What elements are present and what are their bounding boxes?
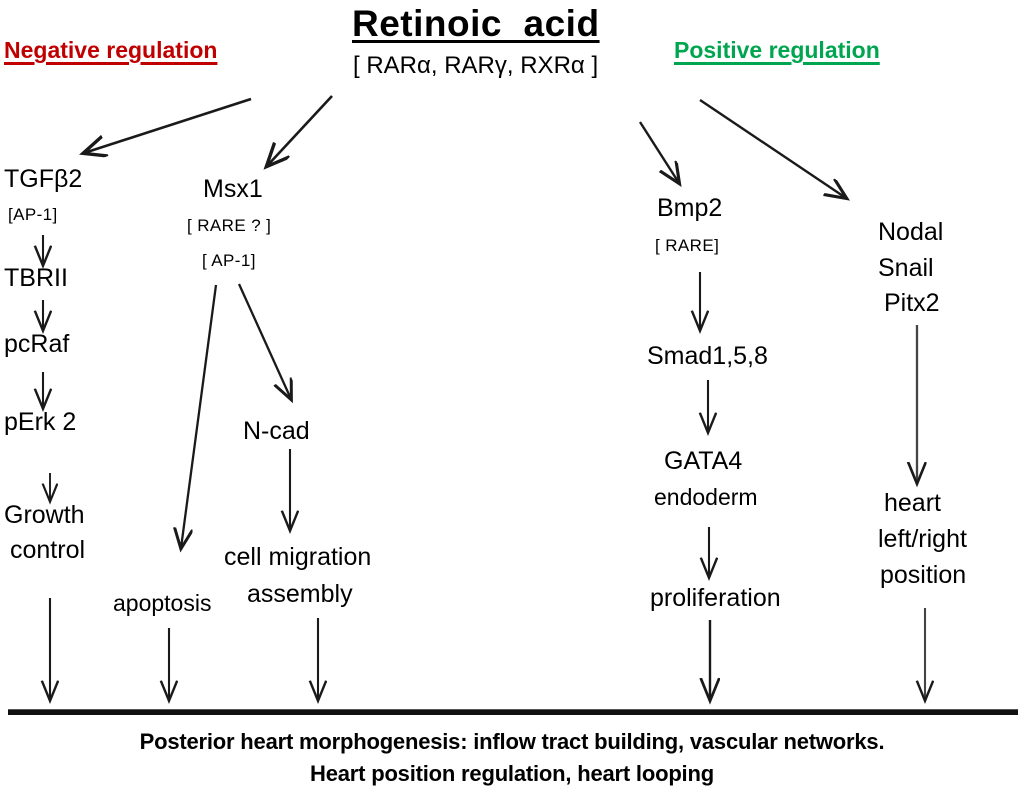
summary-caption-line2: Heart position regulation, heart looping [310,760,714,786]
node-smad158: Smad1,5,8 [647,342,768,370]
diagram-title: Retinoic acid [352,3,600,44]
node-ncad: N-cad [243,417,310,445]
cofactor-msx1-ap1: [ AP-1] [202,251,256,270]
arrow-ra-to-tgfb [84,97,252,153]
arrow-ra-to-bmp2 [638,121,679,183]
summary-divider [8,709,1018,715]
node-snail: Snail [878,254,934,282]
node-msx1: Msx1 [203,175,263,203]
cofactor-msx1-rare: [ RARE ? ] [187,216,272,235]
summary-caption: Posterior heart morphogenesis: inflow tr… [0,726,1024,790]
node-gata4: GATA4 [664,447,743,475]
node-bmp2: Bmp2 [657,194,723,222]
node-tbrii: TBRII [4,264,68,292]
node-pitx2: Pitx2 [884,289,940,317]
node-growth-control: control [10,536,86,564]
node-position: position [880,561,967,589]
receptor-list: [ RARα, RARγ, RXRα ] [353,52,599,79]
arrow-ra-to-nodal [699,99,846,198]
arrow-ra-to-msx1 [267,95,333,166]
node-growth: Growth [4,501,85,529]
negative-regulation-heading: Negative regulation [4,37,218,63]
node-proliferation: proliferation [650,584,781,612]
cofactor-bmp2-rare: [ RARE] [655,236,720,255]
node-perk2: pErk 2 [4,408,77,436]
cofactor-tgfb2-ap1: [AP-1] [8,205,58,224]
node-apoptosis: apoptosis [113,590,212,616]
node-nodal: Nodal [878,218,944,246]
node-tgfb2: TGFβ2 [4,165,83,193]
node-heart: heart [884,489,941,517]
arrow-msx1-to-ncad [237,283,291,399]
node-cell-migration: cell migration [224,543,372,571]
node-assembly: assembly [247,580,353,608]
node-pcraf: pcRaf [4,330,70,358]
node-endoderm: endoderm [654,484,758,510]
node-left-right: left/right [878,525,967,553]
summary-caption-line1: Posterior heart morphogenesis: inflow tr… [139,729,885,754]
arrow-msx1-to-apoptosis [181,284,218,548]
positive-regulation-heading: Positive regulation [674,37,880,63]
